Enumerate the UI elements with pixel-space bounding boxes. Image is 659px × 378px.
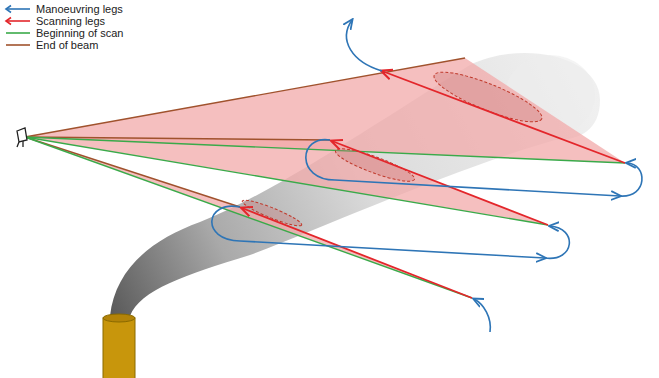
- legend-label: Scanning legs: [36, 15, 105, 27]
- legend-sample: [4, 28, 32, 38]
- chimney: [103, 314, 135, 378]
- legend-sample: [4, 16, 32, 26]
- legend-label: Manoeuvring legs: [36, 3, 123, 15]
- lidar-scanner: [17, 128, 27, 147]
- legend-sample: [4, 40, 32, 50]
- scanning-legs: [242, 71, 625, 298]
- manoeuvring-legs: [212, 20, 642, 332]
- legend-sample: [4, 4, 32, 14]
- legend-entry: Scanning legs: [4, 15, 105, 27]
- legend-entry: Manoeuvring legs: [4, 3, 123, 15]
- legend-label: End of beam: [36, 39, 98, 51]
- legend-entry: End of beam: [4, 39, 98, 51]
- legend-entry: Beginning of scan: [4, 27, 123, 39]
- scan-beams: [25, 58, 625, 298]
- legend-label: Beginning of scan: [36, 27, 123, 39]
